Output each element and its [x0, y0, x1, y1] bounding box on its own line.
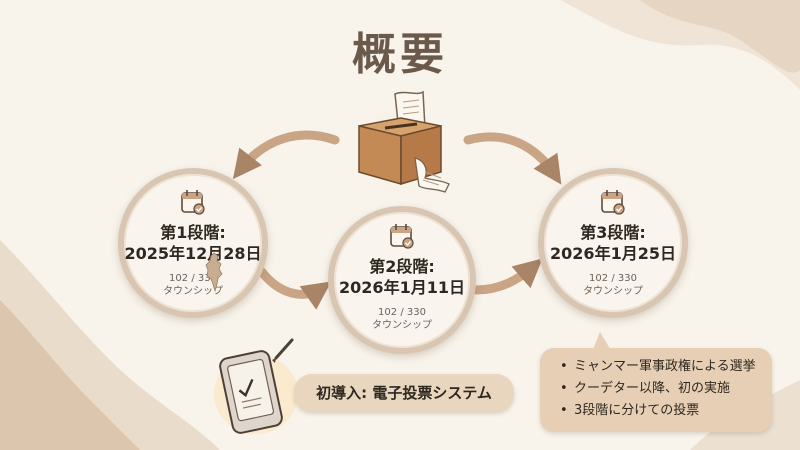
- phase-2-unit: タウンシップ: [372, 320, 432, 331]
- phase-3-card: 第3段階: 2026年1月25日 102 / 330 タウンシップ: [538, 168, 688, 318]
- phase-2-title: 第2段階:: [369, 257, 435, 276]
- phase-3-unit: タウンシップ: [583, 286, 643, 297]
- phase-1-count: 102 / 330: [169, 273, 217, 284]
- note-item: ミャンマー軍事政権による選挙: [560, 356, 756, 378]
- phase-1-date: 2025年12月28日: [124, 244, 262, 263]
- tablet-vote-icon: [214, 338, 298, 434]
- page-title: 概要: [352, 29, 448, 80]
- phase-1-title: 第1段階:: [160, 223, 226, 242]
- phase-3-count: 102 / 330: [589, 273, 637, 284]
- phase-3-date: 2026年1月25日: [550, 244, 676, 263]
- phase-2-count: 102 / 330: [378, 307, 426, 318]
- phase-2-date: 2026年1月11日: [339, 278, 465, 297]
- phase-3-title: 第3段階:: [580, 223, 646, 242]
- note-item: クーデター以降、初の実施: [560, 378, 756, 400]
- calendar-check-icon: [601, 190, 625, 215]
- calendar-check-icon: [390, 224, 414, 249]
- phase-1-unit: タウンシップ: [163, 286, 223, 297]
- notes-pointer: [592, 332, 612, 352]
- phase-1-card: 第1段階: 2025年12月28日 102 / 330 タウンシップ: [118, 168, 268, 318]
- note-item: 3段階に分けての投票: [560, 400, 756, 422]
- ballot-box-icon: [348, 90, 452, 198]
- myanmar-map-icon: [205, 252, 223, 292]
- notes-list: ミャンマー軍事政権による選挙 クーデター以降、初の実施 3段階に分けての投票: [560, 356, 756, 422]
- phase-2-card: 第2段階: 2026年1月11日 102 / 330 タウンシップ: [328, 206, 476, 354]
- calendar-check-icon: [181, 190, 205, 215]
- feature-label: 初導入: 電子投票システム: [294, 374, 514, 412]
